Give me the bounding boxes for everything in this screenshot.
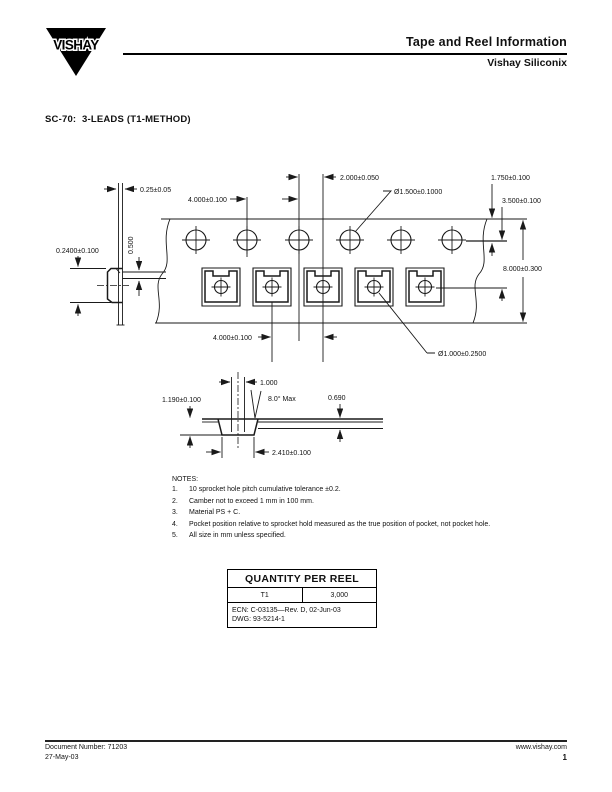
tape-break-right [473, 219, 487, 323]
note-number: 5. [172, 532, 178, 540]
pocket-cross-section-view: 1.000 8.0° Max 1.190±0.100 0.690 [162, 372, 383, 458]
component-pocket [406, 268, 444, 306]
vishay-logo-text: VISHAY [53, 38, 99, 53]
tape-break-left [156, 219, 170, 323]
footer-rule [45, 740, 567, 742]
vishay-logo: VISHAY [46, 28, 106, 76]
dim-sprocket-to-pocket-center-label: 3.500±0.100 [502, 198, 541, 205]
dim-sprocket-pitch-label: 4.000±0.100 [188, 197, 227, 204]
note-text: All size in mm unless specified. [189, 532, 286, 540]
dim-pocket-width-label: 2.410±0.100 [272, 450, 311, 457]
section-heading: SC-70: 3-LEADS (T1-METHOD) [45, 114, 191, 125]
notes-section: NOTES: 1. 10 sprocket hole pitch cumulat… [172, 476, 490, 544]
header-rule [123, 53, 567, 55]
ecn-number: ECN: C-03135—Rev. D, 02-Jun-03 [232, 607, 341, 614]
dim-center-hole-dia-label: Ø1.000±0.2500 [438, 351, 486, 358]
note-item: 2. Camber not to exceed 1 mm in 100 mm. [172, 498, 490, 506]
note-number: 3. [172, 509, 178, 517]
note-item: 4. Pocket position relative to sprocket … [172, 521, 490, 529]
sprocket-hole [387, 226, 415, 254]
tape-edge-view: 0.25±0.05 0.500 0.2400±0.100 [56, 183, 171, 325]
dim-sprocket-hole-dia-label: Ø1.500±0.1000 [394, 189, 442, 196]
note-number: 1. [172, 486, 178, 493]
component-pockets [202, 268, 444, 306]
vishay-logo-triangle [46, 28, 106, 76]
component-pocket [355, 268, 393, 306]
dim-side-step-label: 0.500 [128, 236, 135, 254]
note-text: Pocket position relative to sprocket hol… [189, 520, 491, 528]
dim-offset-label: 2.000±0.050 [340, 175, 379, 182]
note-number: 2. [172, 497, 178, 505]
note-item: 3. Material PS + C. [172, 509, 490, 517]
sprocket-hole [336, 226, 364, 254]
quantity-table-title: QUANTITY PER REEL [228, 570, 376, 588]
page-number: 1 [562, 753, 567, 762]
note-number: 4. [172, 520, 178, 528]
dwg-number: DWG: 93-5214-1 [232, 616, 285, 623]
dim-pocket-depth-side-label: 0.2400±0.100 [56, 248, 99, 255]
pocket-section-outline [218, 419, 258, 435]
page-subtitle: Vishay Siliconix [487, 57, 567, 69]
dim-bend-angle-label: 8.0° Max [268, 395, 296, 403]
component-pocket [202, 268, 240, 306]
dim-slot-width-label: 1.000 [260, 380, 278, 387]
quantity-table-row: T1 3,000 [228, 588, 376, 603]
quantity-table-footer: ECN: C-03135—Rev. D, 02-Jun-03 DWG: 93-5… [228, 603, 376, 627]
sprocket-hole [182, 226, 210, 254]
sprocket-hole [438, 226, 466, 254]
page-title: Tape and Reel Information [405, 35, 567, 49]
quantity-cell: 3,000 [330, 592, 349, 599]
document-number: Document Number: 71203 [45, 744, 128, 751]
dim-pocket-depth-label: 1.190±0.100 [162, 397, 201, 404]
note-text: 10 sprocket hole pitch cumulative tolera… [189, 486, 341, 493]
tape-top-view: 4.000±0.100 2.000±0.050 Ø1.500±0.1000 1.… [155, 173, 542, 362]
dim-pocket-pitch-label: 4.000±0.100 [213, 335, 252, 342]
method-cell: T1 [228, 588, 303, 602]
dim-tape-width-label: 8.000±0.300 [503, 266, 542, 273]
component-pocket [253, 268, 291, 306]
document-date: 27-May-03 [45, 754, 79, 761]
dim-tape-thickness-label: 0.25±0.05 [140, 187, 171, 194]
dim-cover-thickness-label: 0.690 [328, 395, 346, 402]
quantity-per-reel-table: QUANTITY PER REEL T1 3,000 ECN: C-03135—… [227, 569, 377, 628]
notes-heading: NOTES: [172, 476, 199, 483]
sprocket-holes [182, 226, 466, 254]
website-link[interactable]: www.vishay.com [515, 744, 567, 751]
note-item: 5. All size in mm unless specified. [172, 532, 490, 540]
dim-edge-to-sprocket-label: 1.750±0.100 [491, 175, 530, 182]
note-text: Camber not to exceed 1 mm in 100 mm. [189, 497, 314, 505]
note-text: Material PS + C. [189, 509, 241, 517]
note-item: 1. 10 sprocket hole pitch cumulative tol… [172, 486, 490, 494]
